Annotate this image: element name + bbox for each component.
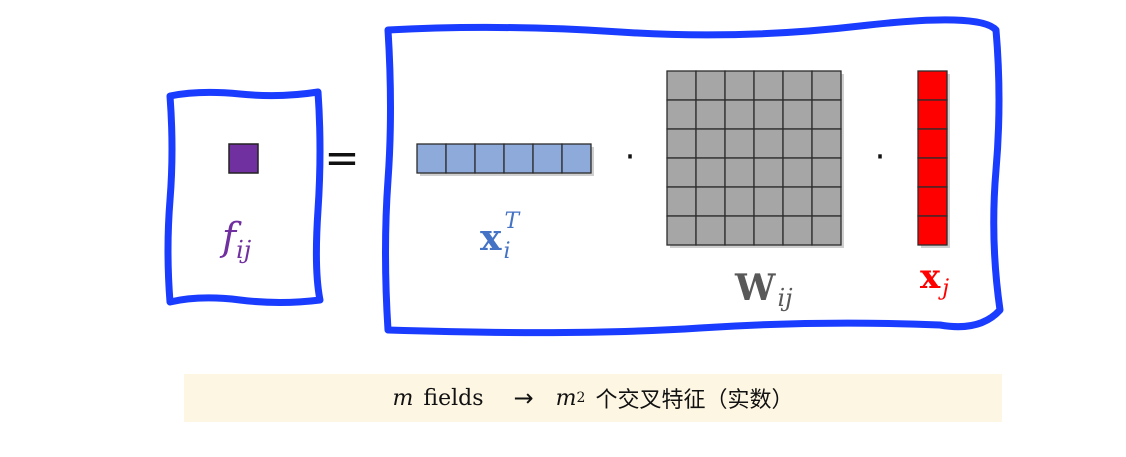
w-matrix-cell (811, 186, 842, 217)
w-matrix-cell (724, 128, 755, 159)
w-matrix-cell (782, 128, 813, 159)
xj-vector-cell (917, 99, 948, 130)
arrow-icon: → (513, 384, 534, 412)
result-label-sub: ij (236, 236, 252, 264)
w-matrix-cell (811, 70, 842, 101)
w-matrix-cell (753, 128, 784, 159)
w-matrix-cell (782, 215, 813, 246)
w-matrix-cell (724, 215, 755, 246)
result-frame (164, 88, 324, 306)
w-matrix-cell (724, 157, 755, 188)
xj-vector-cell (917, 215, 948, 246)
w-matrix-cell (782, 70, 813, 101)
result-cell (228, 143, 259, 174)
dot-operator-2: · (875, 137, 886, 177)
w-matrix-cell (724, 99, 755, 130)
w-label-base: W (734, 267, 776, 309)
xi-vector-cell (445, 143, 476, 174)
w-matrix-cell (811, 99, 842, 130)
w-matrix-cell (782, 99, 813, 130)
w-matrix-cell (811, 128, 842, 159)
w-matrix-cell (782, 186, 813, 217)
w-matrix-cell (724, 186, 755, 217)
xi-vector-cell (416, 143, 447, 174)
w-matrix-cell (666, 99, 697, 130)
xi-vector-cell (474, 143, 505, 174)
xi-vector-cell (561, 143, 592, 174)
caption-m-squared-exp: 2 (576, 390, 586, 406)
w-matrix-cell (724, 70, 755, 101)
w-matrix-cell (695, 186, 726, 217)
caption-fields: fields (423, 385, 484, 411)
xj-vector-cell (917, 186, 948, 217)
caption-m-squared-base: m (555, 385, 577, 411)
xi-label-sub: i (503, 239, 510, 264)
w-matrix-cell (666, 215, 697, 246)
w-matrix-cell (811, 215, 842, 246)
w-matrix-cell (666, 70, 697, 101)
xj-vector-cell (917, 157, 948, 188)
xi-label-sup: T (505, 209, 522, 234)
w-matrix-cell (753, 215, 784, 246)
xj-label: xj (920, 257, 949, 301)
xi-label-base: x (480, 217, 502, 259)
dot-operator-1: · (625, 137, 636, 177)
xi-vector-grid (416, 143, 594, 176)
w-matrix-cell (811, 157, 842, 188)
xi-label: xiT (480, 209, 522, 264)
caption-cross-features: 个交叉特征（实数） (595, 388, 794, 413)
result-label: fij (219, 215, 252, 264)
w-label-sub: ij (777, 284, 793, 312)
w-label: Wij (734, 267, 793, 312)
xj-label-base: x (920, 257, 941, 297)
equals-sign: = (324, 133, 359, 182)
w-matrix-grid (666, 70, 844, 248)
w-matrix-cell (695, 70, 726, 101)
w-matrix-cell (753, 70, 784, 101)
xi-vector-cell (503, 143, 534, 174)
w-matrix-cell (753, 99, 784, 130)
w-matrix-cell (666, 128, 697, 159)
w-matrix-cell (666, 186, 697, 217)
w-matrix-cell (782, 157, 813, 188)
w-matrix-cell (666, 157, 697, 188)
xj-vector-cell (917, 128, 948, 159)
caption-m: m (392, 385, 414, 411)
xi-vector-cell (532, 143, 563, 174)
product-frame (382, 16, 1004, 337)
w-matrix-cell (695, 99, 726, 130)
w-matrix-cell (753, 186, 784, 217)
w-matrix-cell (695, 128, 726, 159)
w-matrix-cell (753, 157, 784, 188)
xj-vector-grid (917, 70, 950, 248)
xj-vector-cell (917, 70, 948, 101)
w-matrix-cell (695, 157, 726, 188)
w-matrix-cell (695, 215, 726, 246)
